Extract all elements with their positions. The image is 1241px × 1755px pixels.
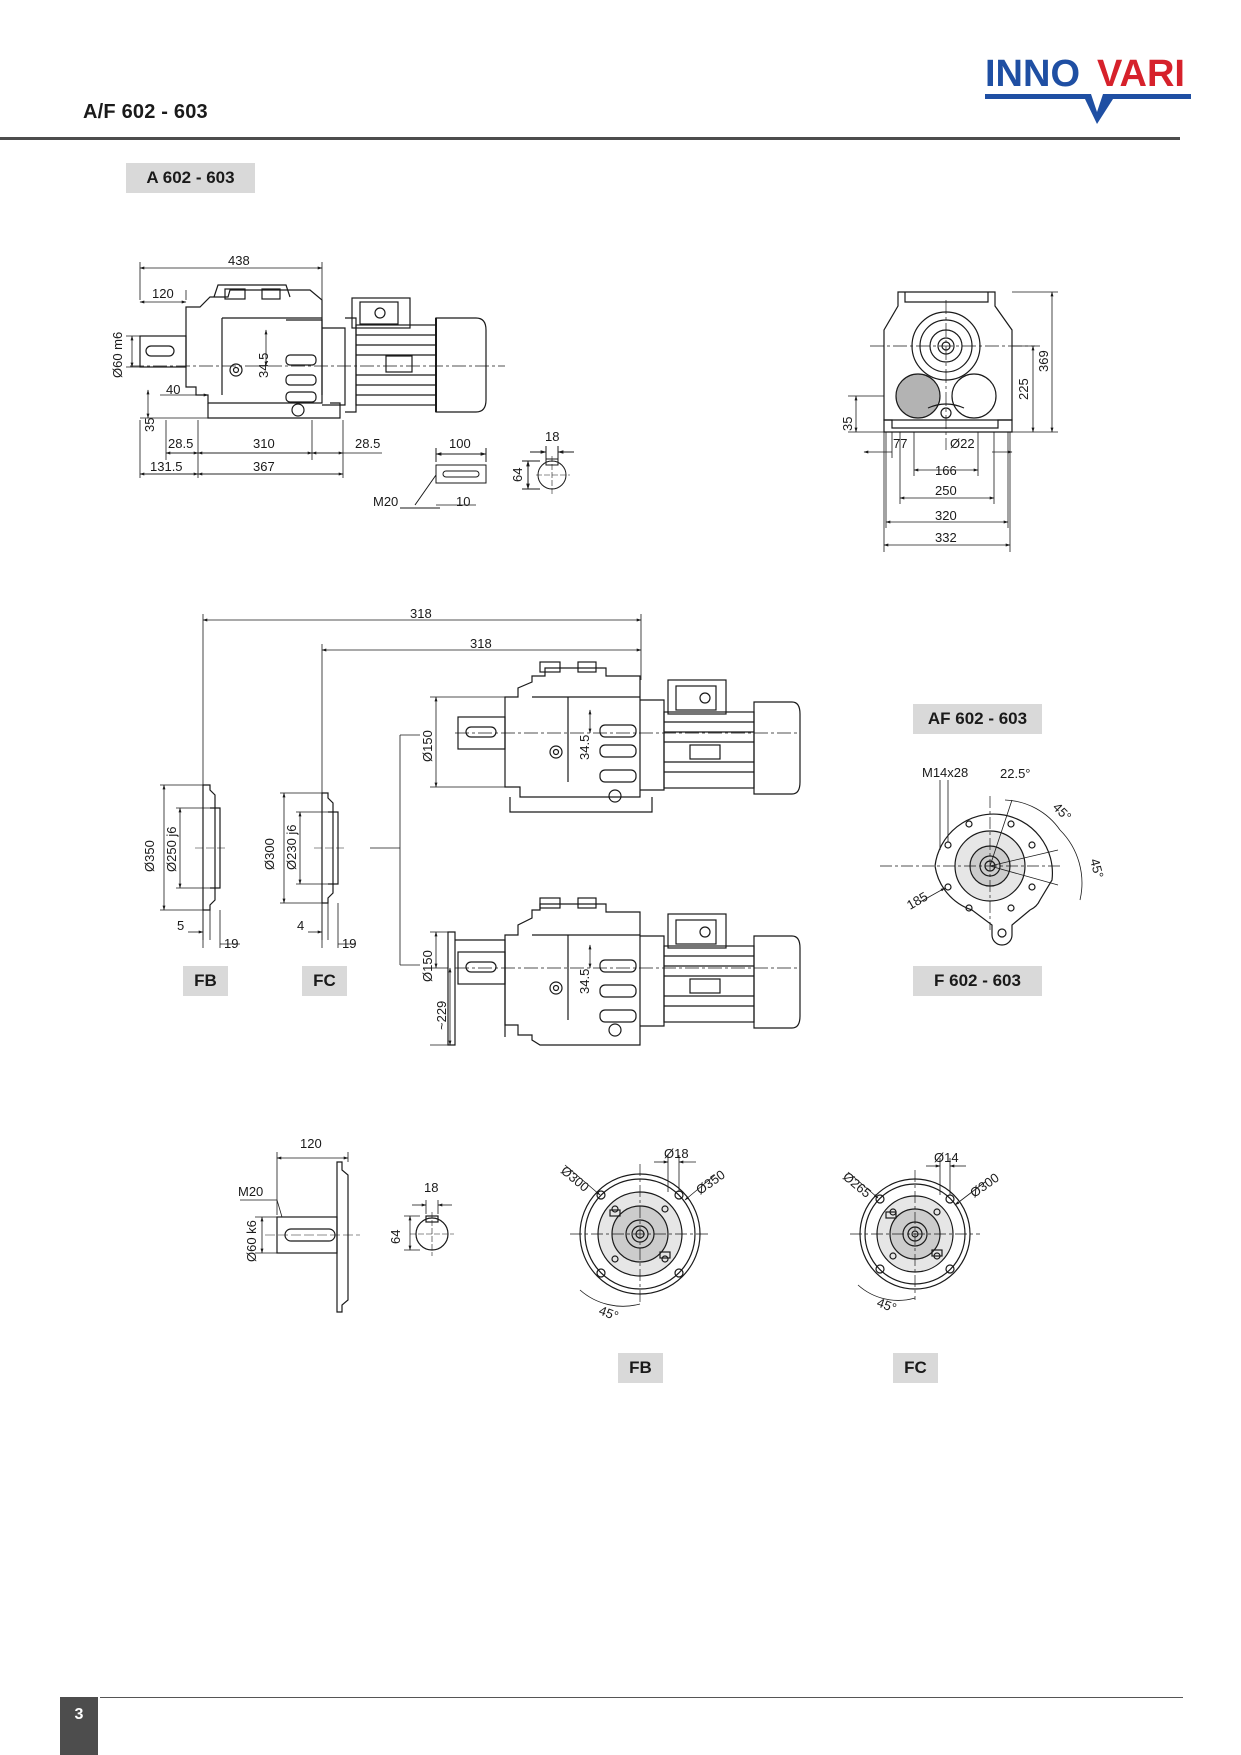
dim-120: 120 — [152, 286, 174, 301]
fc-face-dims — [847, 1158, 986, 1301]
a-side-view — [130, 284, 505, 419]
dim-shaft-d60: Ø60 m6 — [110, 332, 125, 378]
f-shaft-dim-18: 18 — [424, 1180, 438, 1195]
innovari-logo: INNO VARI — [985, 53, 1191, 124]
fc-flange-profile — [314, 792, 346, 904]
fb-face-d350: Ø350 — [693, 1167, 728, 1198]
dim-367: 367 — [253, 459, 275, 474]
dim-40: 40 — [166, 382, 180, 397]
fb-flange-dims — [160, 784, 240, 948]
fb-dim-d250: Ø250 j6 — [164, 826, 179, 872]
a-front-view — [870, 291, 1035, 450]
logo-text-vari: VARI — [1097, 53, 1185, 95]
af-m14x28: M14x28 — [922, 765, 968, 780]
fc-face-d300: Ø300 — [967, 1170, 1002, 1201]
fb-dim-19: 19 — [224, 936, 238, 951]
section-tag-f: F 602 - 603 — [913, 966, 1042, 996]
fb-face-angle-45: 45° — [597, 1303, 621, 1324]
f-shaft-dim-64: 64 — [388, 1230, 403, 1244]
af-face-dims — [919, 780, 1083, 903]
dim-438: 438 — [228, 253, 250, 268]
f-shaft-dim-120: 120 — [300, 1136, 322, 1151]
flange-dims-318 — [202, 614, 642, 940]
fb-face-dims — [564, 1155, 716, 1307]
fc-face-angle-45: 45° — [875, 1295, 899, 1316]
flange-bracket — [370, 734, 420, 966]
fb-face-d300: Ø300 — [558, 1163, 592, 1195]
f-gearmotor — [447, 897, 801, 1046]
key-dim-10: 10 — [456, 494, 470, 509]
section-tag-af: AF 602 - 603 — [913, 704, 1042, 734]
f-dim-d150: Ø150 — [420, 950, 435, 982]
logo-text-inno: INNO — [985, 53, 1080, 95]
section-tag-a: A 602 - 603 — [126, 163, 255, 193]
af-dim-185: 185 — [904, 889, 930, 913]
front-dim-d22: Ø22 — [950, 436, 975, 451]
key-dim-18: 18 — [545, 429, 559, 444]
f-shaft-d60: Ø60 k6 — [244, 1220, 259, 1262]
header-divider — [0, 137, 1180, 140]
dim-318-fc: 318 — [470, 636, 492, 651]
f-shaft-detail — [265, 1161, 454, 1313]
dim-34-5: 34.5 — [256, 353, 271, 378]
front-dim-320: 320 — [935, 508, 957, 523]
fc-face-d265: Ø265 — [840, 1169, 874, 1201]
af-gearmotor-dims — [430, 696, 592, 788]
fc-flange-dims — [280, 792, 356, 948]
f-dim-34-5: 34.5 — [577, 969, 592, 994]
fc-face-d14: Ø14 — [934, 1150, 959, 1165]
dim-28-5-left: 28.5 — [168, 436, 193, 451]
page-number: 3 — [60, 1697, 98, 1755]
dim-28-5-right: 28.5 — [355, 436, 380, 451]
fb-flange-profile — [195, 784, 228, 911]
front-dim-369: 369 — [1036, 350, 1051, 372]
f-gearmotor-dims — [430, 931, 592, 1046]
af-face-view — [880, 796, 1060, 946]
key-dim-64: 64 — [510, 468, 525, 482]
key-dim-100: 100 — [449, 436, 471, 451]
key-m20: M20 — [373, 494, 398, 509]
front-dim-77: 77 — [893, 436, 907, 451]
fc-dim-19: 19 — [342, 936, 356, 951]
af-gearmotor — [455, 661, 801, 813]
flange-tag-fc: FC — [302, 966, 347, 996]
af-dim-d150: Ø150 — [420, 730, 435, 762]
af-angle-45-a: 45° — [1050, 800, 1075, 825]
af-angle-22-5: 22.5° — [1000, 766, 1031, 781]
footer-divider — [100, 1697, 1183, 1698]
fc-face-view — [850, 1170, 980, 1300]
f-dim-229: ~229 — [434, 1001, 449, 1030]
fb-face-d18: Ø18 — [664, 1146, 689, 1161]
fc-dim-4: 4 — [297, 918, 304, 933]
fb-face-view — [570, 1164, 710, 1304]
a-key-detail — [400, 446, 574, 509]
flange-tag-fb: FB — [183, 966, 228, 996]
face-tag-fc: FC — [893, 1353, 938, 1383]
fb-dim-5: 5 — [177, 918, 184, 933]
a-front-dims — [848, 291, 1058, 552]
af-angle-45-b: 45° — [1087, 857, 1107, 880]
front-dim-250: 250 — [935, 483, 957, 498]
dim-131-5: 131.5 — [150, 459, 183, 474]
dim-318-fb: 318 — [410, 606, 432, 621]
f-shaft-m20: M20 — [238, 1184, 263, 1199]
fc-dim-d230: Ø230 j6 — [284, 824, 299, 870]
f-shaft-dims — [240, 1152, 452, 1254]
page-title: A/F 602 - 603 — [83, 101, 208, 123]
face-tag-fb: FB — [618, 1353, 663, 1383]
front-dim-225: 225 — [1016, 378, 1031, 400]
a-side-dims — [126, 262, 382, 478]
dim-310: 310 — [253, 436, 275, 451]
dim-35: 35 — [142, 418, 157, 432]
front-dim-35: 35 — [840, 417, 855, 431]
af-dim-34-5: 34.5 — [577, 735, 592, 760]
front-dim-166: 166 — [935, 463, 957, 478]
front-dim-332: 332 — [935, 530, 957, 545]
fc-dim-d300: Ø300 — [262, 838, 277, 870]
fb-dim-d350: Ø350 — [142, 840, 157, 872]
